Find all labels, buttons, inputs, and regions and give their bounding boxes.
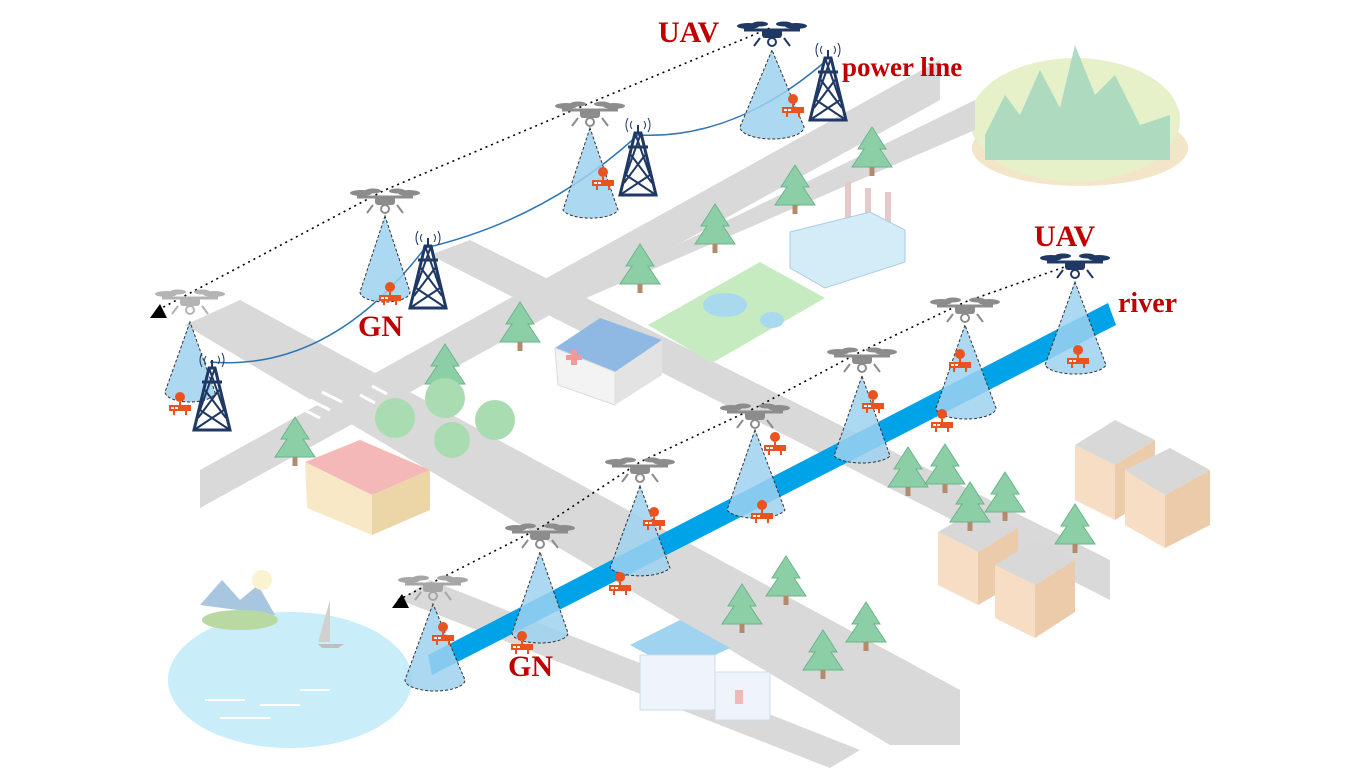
power-tower-icon	[618, 116, 658, 197]
lake	[168, 570, 412, 748]
uav-drone-icon	[928, 296, 1002, 324]
uav-drone-icon	[553, 100, 627, 128]
uav-drone-icon	[825, 346, 899, 374]
uav-drone-icon	[735, 20, 809, 48]
uav-path-power-line	[157, 27, 771, 311]
power-tower-icon	[408, 229, 448, 310]
power-tower-icon	[808, 41, 848, 122]
uav-drone-icon	[603, 456, 677, 484]
factory-icon	[789, 182, 906, 289]
gn-label-left: GN	[358, 310, 403, 343]
uav-drone-icon	[1038, 252, 1112, 280]
river-label: river	[1118, 288, 1178, 319]
gas-station-icon	[630, 620, 771, 721]
hospital-icon	[554, 318, 662, 406]
uav-label-right: UAV	[1034, 220, 1096, 253]
ground-node-icon	[763, 431, 787, 456]
uav-drone-icon	[348, 187, 422, 215]
power-line-cable	[209, 59, 828, 364]
sailboat-icon	[318, 600, 330, 642]
path-start-marker	[150, 304, 167, 318]
gn-label-bottom: GN	[508, 650, 553, 683]
mountain-island-icon	[970, 45, 1188, 186]
warehouse-building	[305, 440, 430, 535]
power-line-label: power line	[842, 52, 963, 82]
trees	[274, 126, 1096, 680]
park	[648, 262, 825, 363]
uav-label-top: UAV	[658, 16, 720, 49]
path-start-marker	[392, 594, 409, 608]
house-icon	[938, 420, 1210, 638]
